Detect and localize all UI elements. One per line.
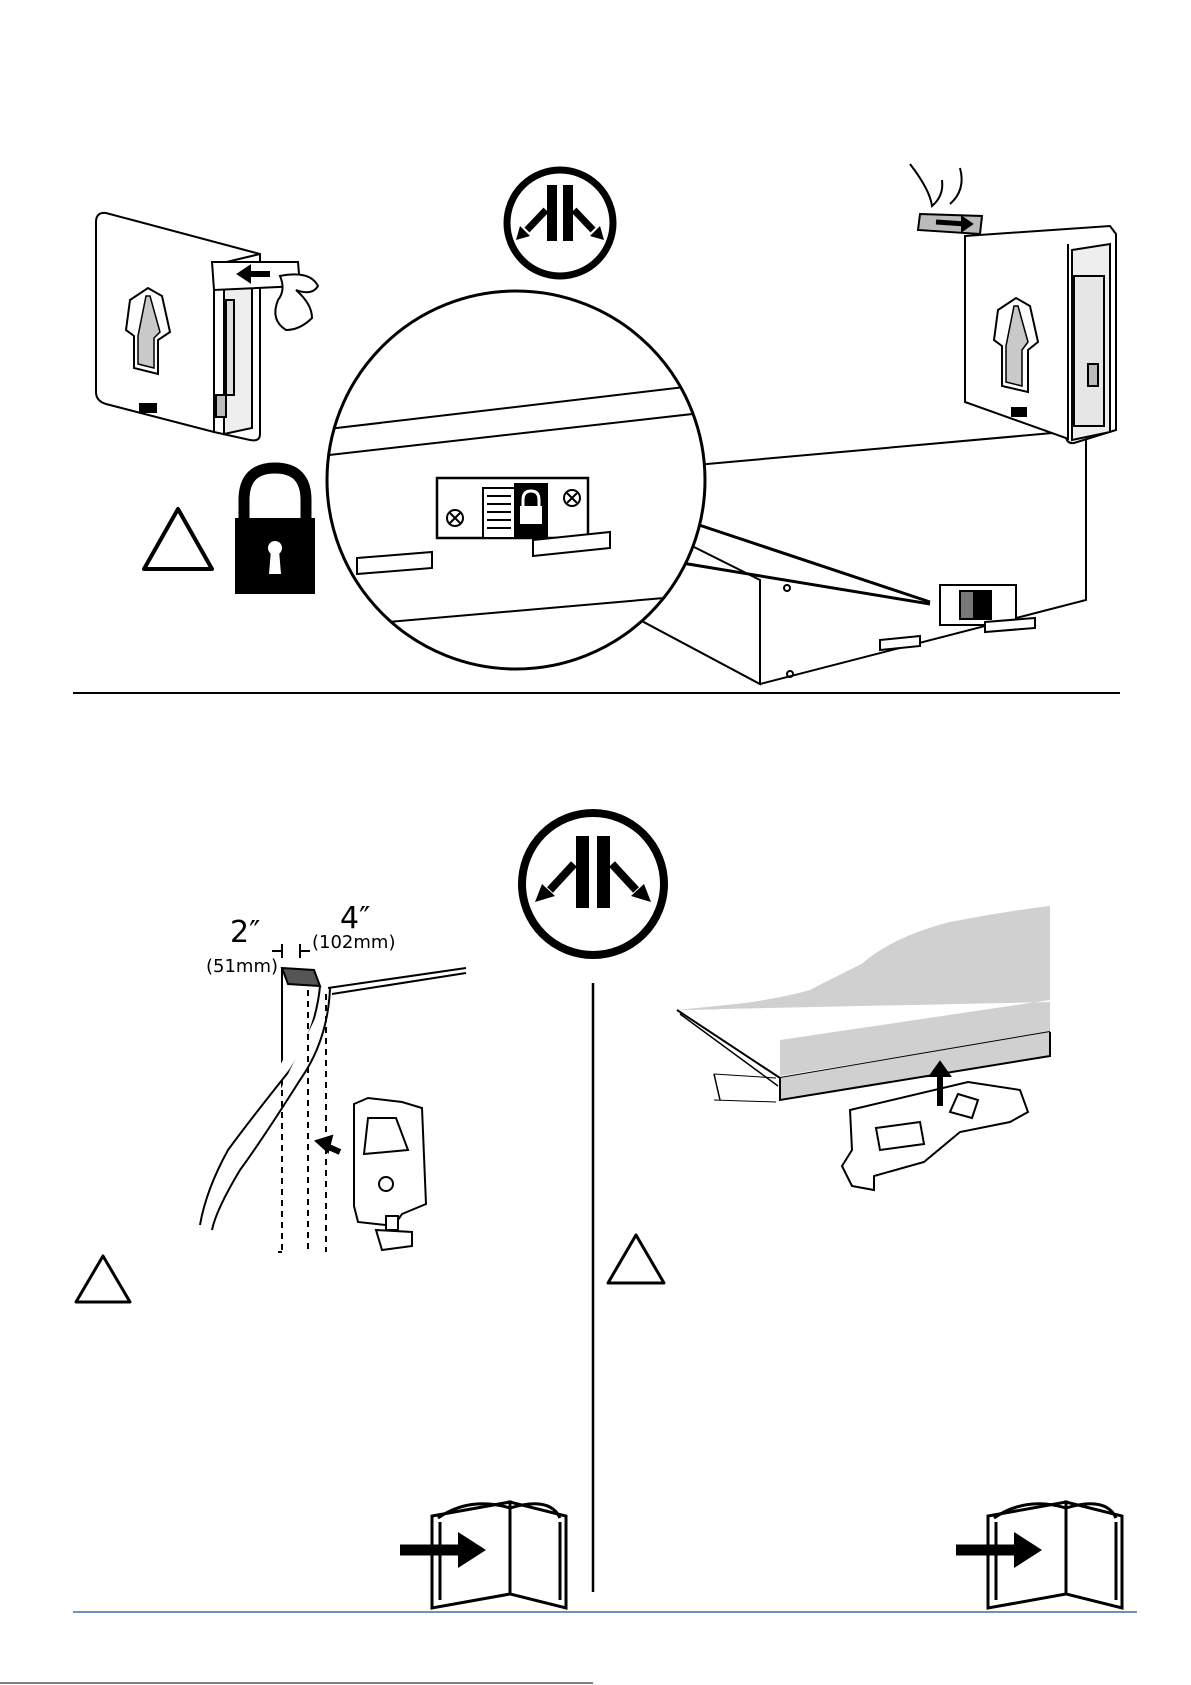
wall-stud-illustration — [200, 944, 466, 1252]
padlock-icon — [235, 468, 315, 594]
wall-bracket-illustration — [316, 1098, 426, 1250]
vertical-pc-illustration — [96, 213, 318, 440]
see-manual-icon — [400, 1502, 566, 1608]
warning-icon — [144, 509, 212, 569]
orientation-icon — [522, 813, 664, 955]
dimension-depth: 2″ — [230, 915, 260, 950]
warning-icon — [608, 1235, 664, 1283]
desk-illustration — [676, 906, 1050, 1102]
see-manual-icon — [956, 1502, 1122, 1608]
warning-icon — [76, 1256, 130, 1302]
dimension-width: 4″ — [340, 901, 370, 936]
vertical-pc-illustration-right — [910, 164, 1116, 443]
dimension-depth-metric: (51mm) — [206, 956, 278, 977]
dimension-width-metric: (102mm) — [312, 932, 395, 953]
orientation-icon — [507, 170, 613, 276]
magnified-lock-slider — [320, 291, 710, 669]
horizontal-pc-illustration — [640, 430, 1086, 684]
